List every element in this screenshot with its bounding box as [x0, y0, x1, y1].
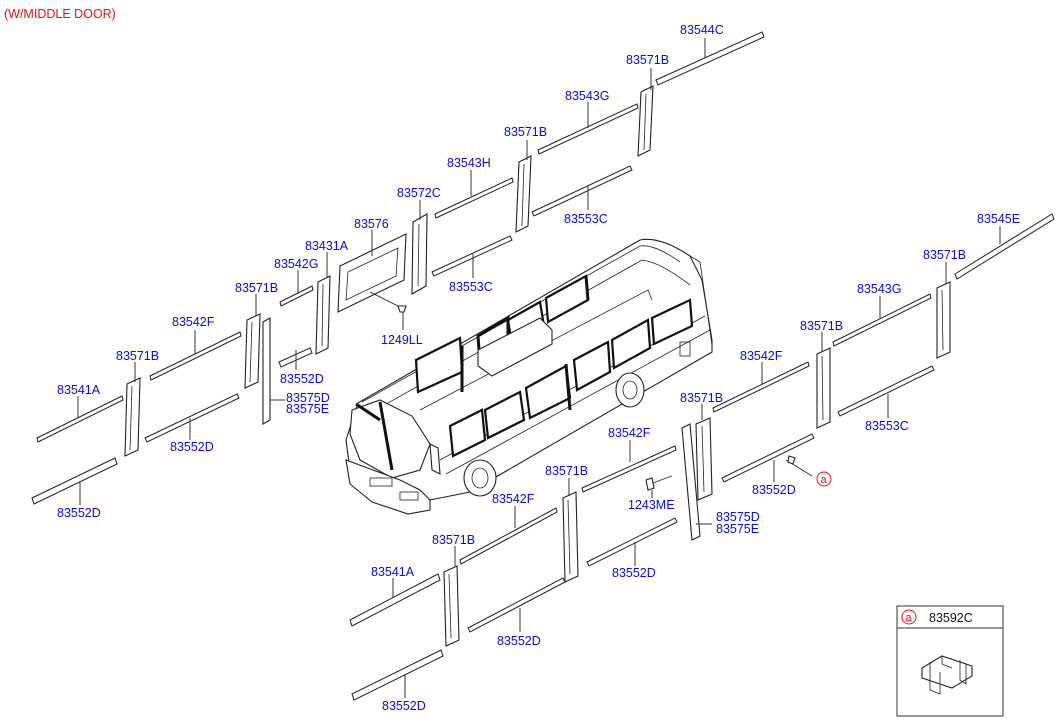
label-83552D: 83552D: [752, 483, 796, 497]
label-83542F: 83542F: [172, 315, 215, 329]
label-83571B: 83571B: [545, 464, 588, 478]
label-83572C: 83572C: [397, 186, 441, 200]
label-83543H: 83543H: [447, 156, 491, 170]
label-83541A: 83541A: [57, 383, 101, 397]
label-1249LL: 1249LL: [381, 333, 423, 347]
label-83553C: 83553C: [564, 212, 608, 226]
label-83575E: 83575E: [716, 522, 759, 536]
label-83576: 83576: [354, 217, 389, 231]
right-group: [645, 213, 1055, 541]
legend-box: a 83592C: [896, 605, 1004, 717]
legend-part-number: 83592C: [929, 611, 973, 625]
lower-group: [349, 445, 678, 701]
bus-illustration: [345, 238, 713, 515]
label-83553C: 83553C: [449, 280, 493, 294]
label-83552D: 83552D: [497, 634, 541, 648]
label-83571B: 83571B: [504, 125, 547, 139]
label-83575D: 83575D: [716, 510, 760, 524]
label-83431A: 83431A: [305, 239, 349, 253]
label-83544C: 83544C: [680, 23, 724, 37]
label-83541A: 83541A: [371, 565, 415, 579]
diagram-header: (W/MIDDLE DOOR): [4, 7, 116, 21]
label-83552D: 83552D: [612, 566, 656, 580]
label-83543G: 83543G: [565, 89, 609, 103]
label-83571B: 83571B: [923, 248, 966, 262]
label-83552D: 83552D: [280, 372, 324, 386]
label-83552D: 83552D: [170, 440, 214, 454]
label-83542F: 83542F: [608, 426, 651, 440]
label-83575E: 83575E: [286, 402, 329, 416]
label-83552D: 83552D: [382, 699, 426, 713]
label-83543G: 83543G: [857, 282, 901, 296]
callout-a-letter: a: [821, 474, 828, 486]
clip-icon: [921, 655, 973, 695]
label-83571B: 83571B: [800, 319, 843, 333]
label-1243ME: 1243ME: [628, 498, 675, 512]
label-83552D: 83552D: [57, 506, 101, 520]
label-83542F: 83542F: [740, 349, 783, 363]
label-83542G: 83542G: [274, 257, 318, 271]
label-83571B: 83571B: [626, 53, 669, 67]
leader-lines: [77, 38, 1001, 698]
label-83575D: 83575D: [286, 391, 330, 405]
upper-left-group: [31, 31, 765, 505]
label-83571B: 83571B: [116, 349, 159, 363]
label-83553C: 83553C: [865, 419, 909, 433]
label-83545E: 83545E: [977, 212, 1020, 226]
label-83571B: 83571B: [680, 391, 723, 405]
label-83571B: 83571B: [235, 281, 278, 295]
part-labels: 83544C 83571B 83543G 83571B 83543H 83553…: [57, 23, 1020, 713]
label-83571B: 83571B: [432, 533, 475, 547]
callout-a: a: [816, 471, 832, 487]
legend-marker: a: [906, 612, 913, 624]
label-83542F: 83542F: [492, 492, 535, 506]
